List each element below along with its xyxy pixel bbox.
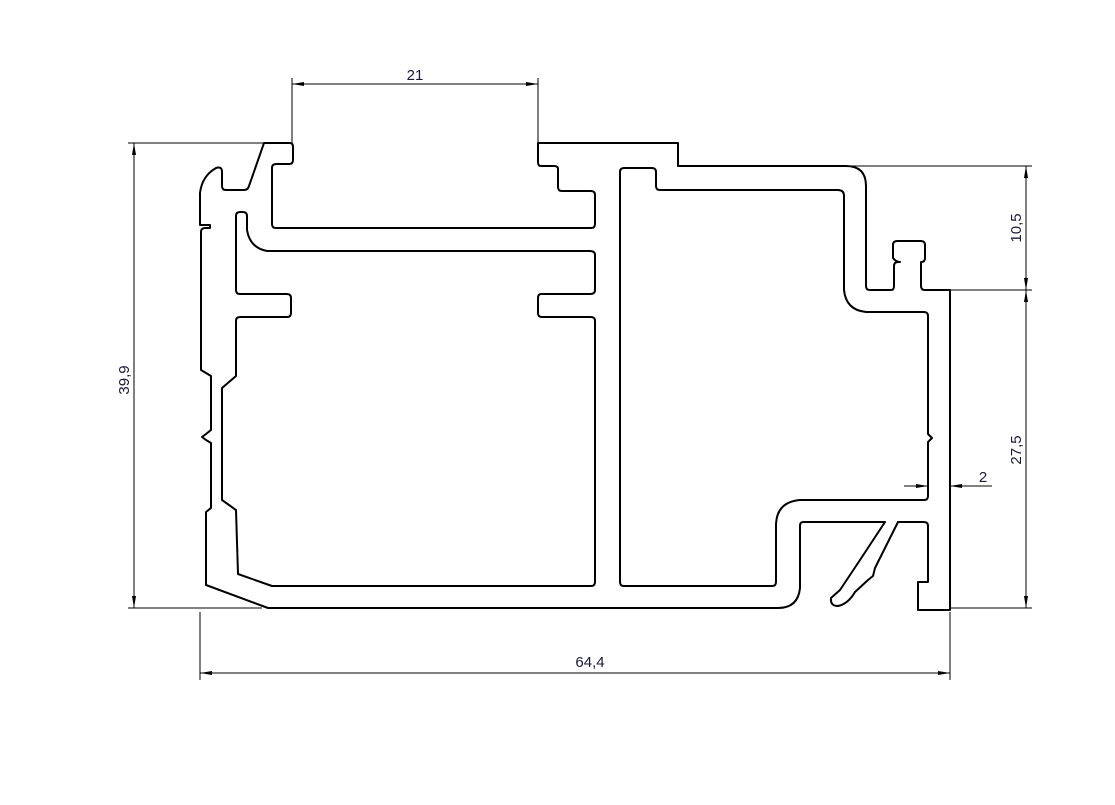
dimension-wall-thickness: 2: [904, 469, 992, 488]
dimension-top-opening: 21: [291, 67, 539, 143]
dimension-label-39-9: 39,9: [116, 365, 133, 394]
dimension-label-10-5: 10,5: [1008, 213, 1025, 242]
profile-outline: [199, 142, 951, 611]
dimension-overall-width: 64,4: [199, 612, 951, 680]
dimension-label-2: 2: [979, 469, 987, 486]
dimension-overall-height: 39,9: [116, 142, 290, 609]
dimension-label-21: 21: [407, 67, 424, 84]
dimension-right-heights: 10,5 27,5: [848, 165, 1032, 609]
dimension-label-64-4: 64,4: [575, 654, 604, 671]
dimension-label-27-5: 27,5: [1008, 435, 1025, 464]
